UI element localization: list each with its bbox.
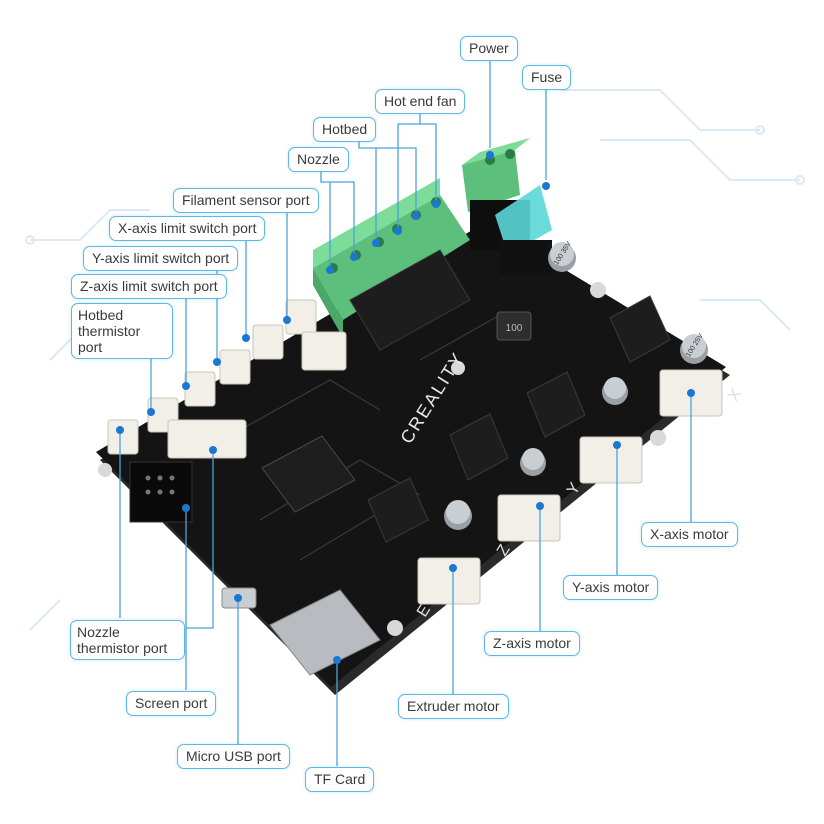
mount-hole xyxy=(590,282,606,298)
label-screen-port: Screen port xyxy=(126,691,217,716)
mainboard xyxy=(96,222,730,695)
label-x-axis-motor: X-axis motor xyxy=(641,522,738,547)
usb-and-sd xyxy=(221,587,381,676)
label-y-axis-limit-switch-port: Y-axis limit switch port xyxy=(83,246,239,271)
label-micro-usb-port: Micro USB port xyxy=(177,744,290,769)
target-dots xyxy=(116,151,695,664)
label-y-axis-motor: Y-axis motor xyxy=(563,575,659,600)
heatsinks xyxy=(349,249,671,543)
screen-port-header xyxy=(129,461,193,523)
capacitors xyxy=(444,242,708,530)
label-nozzle: Nozzle xyxy=(288,147,349,172)
label-hot-end-fan: Hot end fan xyxy=(375,89,466,114)
label-filament-sensor-port: Filament sensor port xyxy=(173,188,319,213)
label-z-axis-motor: Z-axis motor xyxy=(484,631,580,656)
label-fuse: Fuse xyxy=(522,65,572,90)
mount-hole xyxy=(98,463,112,477)
label-power: Power xyxy=(460,36,518,61)
label-hotbed-thermistor-port: Hotbed thermistor port xyxy=(71,303,173,359)
label-x-axis-limit-switch-port: X-axis limit switch port xyxy=(109,216,266,241)
label-hotbed: Hotbed xyxy=(313,117,377,142)
mount-hole xyxy=(387,620,403,636)
fuse xyxy=(495,185,552,275)
label-extruder-motor: Extruder motor xyxy=(398,694,509,719)
background-traces xyxy=(25,89,805,631)
connectors xyxy=(107,299,723,605)
inductor: 100 xyxy=(496,311,532,341)
mount-hole xyxy=(451,361,465,375)
mount-hole xyxy=(650,430,666,446)
label-z-axis-limit-switch-port: Z-axis limit switch port xyxy=(71,274,227,299)
mcu-chip xyxy=(261,435,356,513)
label-nozzle-thermistor-port: Nozzle thermistor port xyxy=(70,620,185,660)
inductor-code: 100 xyxy=(506,323,523,334)
label-tf-card: TF Card xyxy=(305,767,375,792)
board-surface xyxy=(96,222,726,687)
axis-mark-x: X xyxy=(725,386,745,404)
